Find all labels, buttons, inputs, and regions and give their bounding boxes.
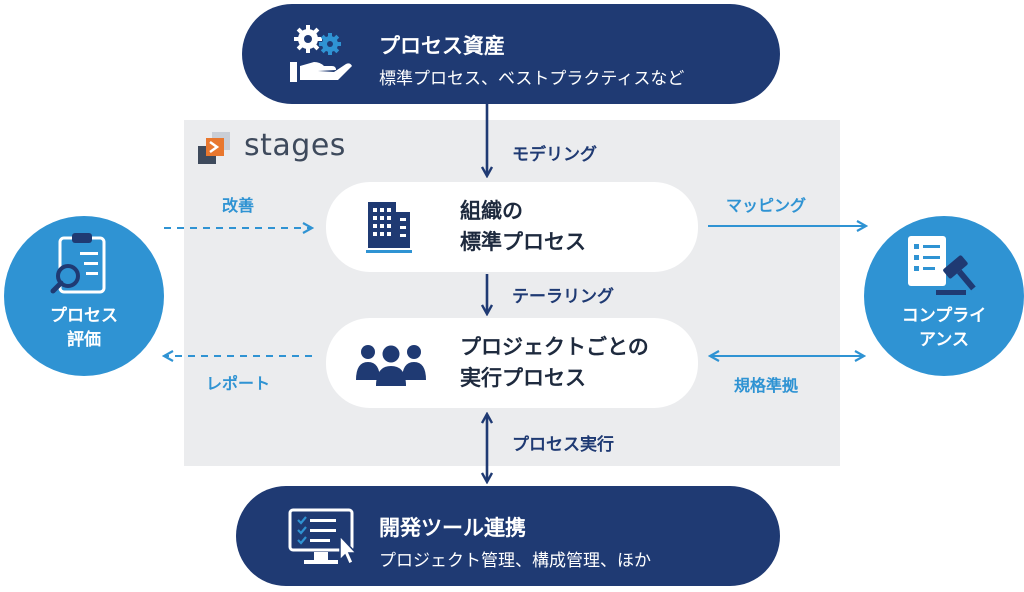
label-tailoring: テーラリング [512,287,614,307]
process-assessment-node: プロセス 評価 [4,216,164,376]
label-execution: プロセス実行 [512,435,614,455]
standard-process-node: 組織の 標準プロセス [326,182,698,272]
process-assessment-line1: プロセス [50,306,118,326]
stages-logo-icon [198,132,230,164]
checklist-gavel-icon [908,236,976,295]
stages-panel [184,120,840,466]
label-compliance: 規格準拠 [734,376,799,395]
clipboard-magnifier-icon [50,233,106,294]
label-report: レポート [206,374,271,393]
dev-tools-node: 開発ツール連携 プロジェクト管理、構成管理、ほか [236,486,780,586]
dev-tools-title: 開発ツール連携 [379,516,526,540]
gear-hand-icon [290,25,352,82]
process-assets-node: プロセス資産 標準プロセス、ベストプラクティスなど [242,4,780,104]
project-process-node: プロジェクトごとの 実行プロセス [326,318,698,408]
project-process-line1: プロジェクトごとの [460,335,649,359]
compliance-line2: アンス [919,330,969,350]
stages-logo-text: stages [244,128,346,163]
process-assessment-line2: 評価 [67,330,101,350]
compliance-line1: コンプライ [901,306,987,326]
dev-tools-subtitle: プロジェクト管理、構成管理、ほか [379,551,651,571]
label-improvement: 改善 [222,196,255,215]
standard-process-line1: 組織の [460,199,523,223]
monitor-checklist-icon [288,508,358,566]
process-assets-subtitle: 標準プロセス、ベストプラクティスなど [379,69,685,89]
process-assets-title: プロセス資産 [379,34,505,58]
compliance-node: コンプライ アンス [864,216,1024,376]
project-process-line2: 実行プロセス [460,366,586,390]
stages-logo: stages [198,128,358,172]
building-icon [366,202,412,253]
standard-process-line2: 標準プロセス [460,230,586,254]
label-mapping: マッピング [726,196,807,215]
label-modeling: モデリング [512,145,597,165]
people-group-icon [356,345,426,386]
